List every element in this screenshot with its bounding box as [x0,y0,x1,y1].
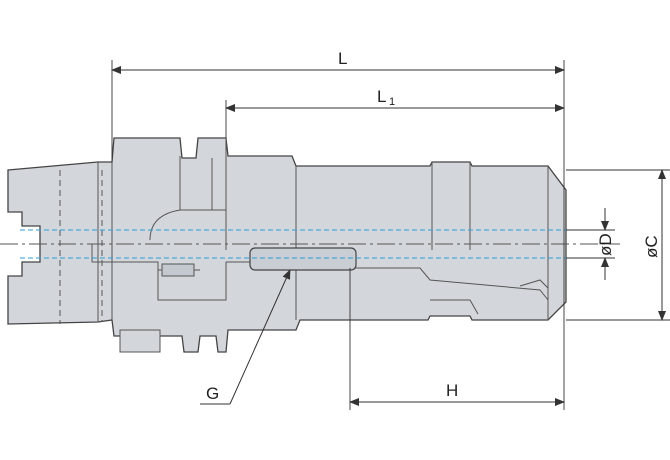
dimension-D-label: øD [596,233,615,256]
leader-G-label: G [206,384,219,403]
groove-slot [249,247,357,271]
dimension-L1-label: L [377,87,386,106]
extension-lines [111,60,670,410]
dimension-L-label: L [338,49,347,68]
holder-body [7,137,567,353]
centerlines [20,229,600,259]
leader-G [229,269,291,405]
dimension-H-label: H [446,381,458,400]
dimension-C-label: øC [642,235,661,258]
dimension-L1-subscript: 1 [389,96,395,108]
